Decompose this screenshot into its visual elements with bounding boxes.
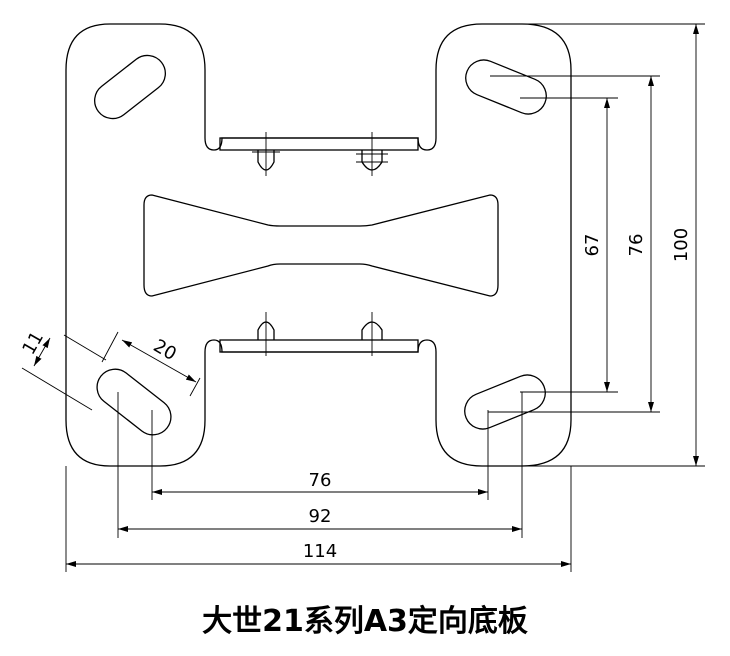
bottom-strip [219,312,419,356]
dim-label-100: 100 [671,228,692,262]
dim-label-76-vertical: 76 [626,234,647,257]
slot-top-left [94,54,166,120]
dim-label-67: 67 [582,234,603,257]
plate-outline [65,23,572,467]
slot-angle-dims [21,331,201,411]
slot-centerlines [488,23,705,467]
dim-label-92: 92 [309,506,332,527]
bowtie-cutout [143,194,499,297]
drawing-title: 大世21系列A3定向底板 [202,604,528,639]
dim-label-11: 11 [18,328,48,358]
extension-lines [65,392,572,572]
slot-bottom-right [464,374,546,430]
dim-label-20: 20 [150,335,180,365]
top-strip [219,132,419,176]
dim-label-76-horizontal: 76 [309,470,332,491]
technical-drawing: 76 92 114 67 76 100 20 11 [18,23,705,572]
slot-bottom-left [96,368,172,436]
slot-top-right [465,59,547,115]
dim-label-114: 114 [303,541,337,562]
